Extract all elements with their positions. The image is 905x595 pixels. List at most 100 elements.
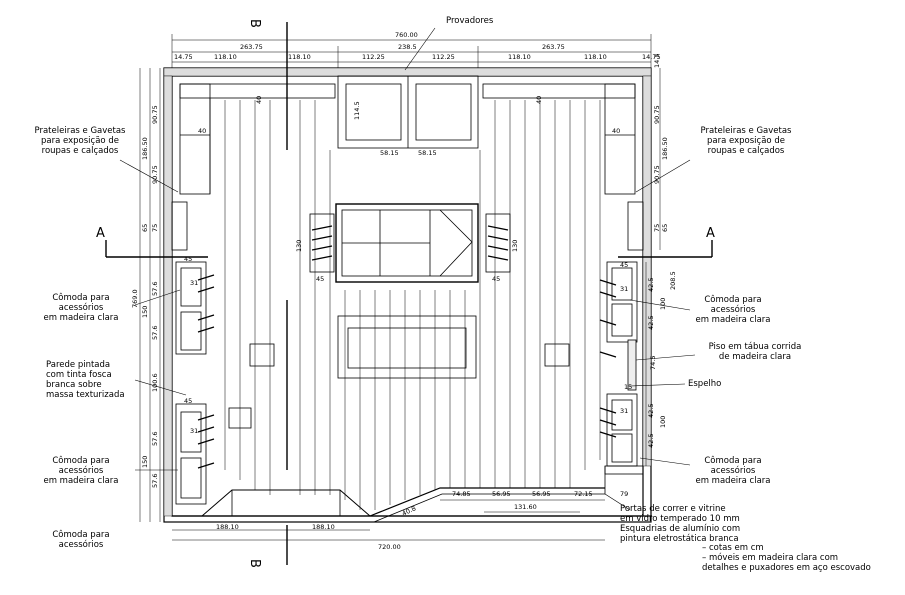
shelves-top-right [482, 83, 636, 195]
dressing-rooms [337, 75, 479, 149]
dim-c31-1: 31 [190, 279, 199, 287]
dim-left-5: 75 [151, 223, 159, 232]
dim-top-7: 112.25 [432, 53, 455, 61]
dim-bottom-1: 188.10 [216, 523, 239, 531]
dim-left-10: 57.6 [151, 431, 159, 446]
stair [335, 203, 479, 283]
label-shelves-right: Prateleiras e Gavetas para exposição de … [700, 126, 792, 156]
dim-bottom-6: 72.15 [574, 490, 593, 498]
section-mark-a-right: A [706, 226, 715, 241]
label-portas: Portas de correr e vitrine em vidro temp… [620, 504, 741, 544]
dim-right-3: 90.75 [653, 165, 661, 184]
dim-c31-2: 31 [190, 427, 199, 435]
dim-left-9: 100.6 [151, 373, 159, 392]
dim-top-10: 118.10 [584, 53, 607, 61]
shelves-top-left [179, 83, 336, 195]
dim-left-4: 65 [141, 223, 149, 232]
dim-left-7: 150 [141, 305, 149, 318]
floor-boards [224, 100, 601, 510]
label-shelves-left: Prateleiras e Gavetas para exposição de … [34, 126, 126, 156]
label-comoda-right-2: Cômoda para acessórios em madeira clara [695, 456, 771, 486]
dim-c31-4: 31 [620, 407, 629, 415]
dim-bottom-5: 56.95 [532, 490, 551, 498]
dim-lines [139, 34, 661, 541]
dim-bottom-8: 131.60 [514, 503, 537, 511]
leader-lines [119, 27, 696, 511]
hangers [197, 274, 617, 469]
dim-left-1: 90.75 [151, 105, 159, 124]
label-comoda-left-1: Cômoda para acessórios em madeira clara [43, 293, 119, 323]
dim-right-2: 186.50 [661, 137, 669, 160]
dim-left-8: 57.6 [151, 325, 159, 340]
dim-right-11: 42.5 [647, 403, 655, 418]
dim-stair-h-right: 130 [511, 239, 519, 252]
dim-top-6: 112.25 [362, 53, 385, 61]
stair-benches [309, 213, 511, 273]
dim-bottom-4: 56.95 [492, 490, 511, 498]
dim-bottom-7: 79 [620, 490, 629, 498]
label-notes: – cotas em cm – móveis em madeira clara … [702, 543, 871, 573]
dim-right-14: 14.5 [653, 53, 661, 68]
dim-left-3: 90.75 [151, 165, 159, 184]
front-display [201, 465, 644, 523]
dim-total-top: 760.00 [395, 31, 418, 39]
wall-hatch [163, 67, 652, 517]
label-provadores: Provadores [446, 16, 494, 26]
dim-top-8: 263.75 [542, 43, 565, 51]
dim-top-9: 118.10 [508, 53, 531, 61]
label-parede: Parede pintada com tinta fosca branca so… [46, 360, 125, 400]
dim-right-6: 208.5 [669, 271, 677, 290]
dim-bottom-total: 720.00 [378, 543, 401, 551]
dim-c45: 45 [620, 261, 629, 269]
dim-stair-h-left: 130 [295, 239, 303, 252]
dim-prov-w1: 58.15 [380, 149, 399, 157]
label-piso: Piso em tábua corrida de madeira clara [708, 342, 802, 362]
dim-left-13: 769.0 [131, 289, 139, 308]
left-cabinets [171, 201, 207, 505]
label-comoda-left-3: Cômoda para acessórios [52, 530, 110, 550]
dim-forty-4: 40 [535, 95, 543, 104]
dim-left-6: 57.6 [151, 281, 159, 296]
section-mark-b-bottom: B [246, 559, 262, 568]
dim-left-12: 57.6 [151, 473, 159, 488]
dim-s45b: 45 [184, 397, 193, 405]
dim-forty-1: 40 [198, 127, 207, 135]
dim-forty-2: 40 [612, 127, 621, 135]
dim-right-12: 100 [659, 415, 667, 428]
section-lines [105, 22, 713, 565]
dim-top-4: 118.10 [288, 53, 311, 61]
dim-right-5: 65 [661, 223, 669, 232]
label-espelho: Espelho [688, 379, 722, 389]
label-comoda-right-1: Cômoda para acessórios em madeira clara [695, 295, 771, 325]
dim-right-13: 42.5 [647, 433, 655, 448]
dim-stair-w1: 45 [316, 275, 325, 283]
dim-s45a: 45 [184, 255, 193, 263]
dim-right-8: 100 [659, 297, 667, 310]
dim-stair-w2: 45 [492, 275, 501, 283]
dim-left-2: 186.50 [141, 137, 149, 160]
dim-forty-3: 40 [255, 95, 263, 104]
dim-bottom-2: 188.10 [312, 523, 335, 531]
dim-right-7: 42.5 [647, 277, 655, 292]
dim-prov-h: 114.5 [353, 101, 361, 120]
dim-c15: 15 [624, 383, 633, 391]
dim-left-11: 150 [141, 455, 149, 468]
dim-right-9: 42.5 [647, 315, 655, 330]
dim-top-2: 263.75 [240, 43, 263, 51]
dim-right-10: 74.5 [649, 355, 657, 370]
dim-top-1: 14.75 [174, 53, 193, 61]
dim-top-3: 118.10 [214, 53, 237, 61]
dim-bottom-3: 74.85 [452, 490, 471, 498]
center-block [228, 315, 570, 429]
dim-prov-w2: 58.15 [418, 149, 437, 157]
section-mark-a-left: A [96, 226, 105, 241]
label-comoda-left-2: Cômoda para acessórios em madeira clara [43, 456, 119, 486]
right-cabinets [606, 201, 644, 467]
dim-top-5: 238.5 [398, 43, 417, 51]
dim-right-4: 75 [653, 223, 661, 232]
section-mark-b-top: B [246, 19, 262, 28]
dim-c31-3: 31 [620, 285, 629, 293]
dim-top-11: 14.75 [642, 53, 661, 61]
dim-right-1: 90.75 [653, 105, 661, 124]
